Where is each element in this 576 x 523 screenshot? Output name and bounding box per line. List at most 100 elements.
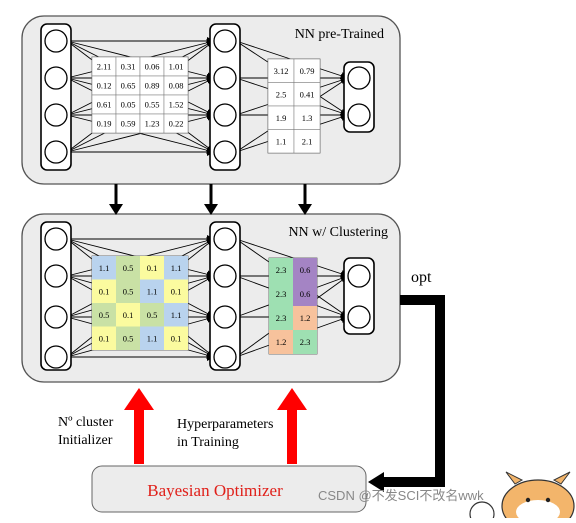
pretrained-hidden-node [213,29,237,53]
clustered-w1-cell-bg [140,326,164,350]
clustered-w1-cell-value: 1.1 [147,286,158,296]
pretrained-w1-cell-value: 2.11 [97,62,112,72]
pretrained-w1-cell-value: 0.89 [145,81,160,91]
clustered-w2-cell-bg [293,330,317,354]
clustered-w2-cell-value: 0.6 [300,265,311,275]
clustered-w1-cell-bg [164,256,188,280]
pretrained-w1-cell-value: 0.59 [121,119,136,129]
clustered-w1-cell-bg [164,326,188,350]
clustered-w1-cell-bg [92,279,116,303]
clustered-w1-cell-value: 0.1 [147,263,158,273]
pretrained-input-node [44,140,68,164]
clustered-w1-cell-bg [140,303,164,327]
clustered-w2-cell-value: 2.3 [276,265,287,275]
pretrained-title: NN pre-Trained [295,27,384,42]
clustered-w2-cell-value: 2.3 [300,337,311,347]
pretrained-w1-cell-value: 0.19 [97,119,112,129]
clustered-w1-cell-value: 1.1 [171,263,182,273]
clustered-input-node [44,345,68,369]
pretrained-w2-cell-value: 0.79 [300,66,315,76]
transfer-arrows [109,184,312,215]
clustered-w2-cell-bg [293,282,317,306]
pretrained-w2-cell-value: 1.9 [276,113,287,123]
clustered-w1-cell-bg [116,303,140,327]
clustered-output-node [347,264,371,288]
clustered-w1-cell-bg [140,279,164,303]
hyperparams-label-1: Hyperparameters [177,417,273,432]
clustered-w1-cell-bg [116,326,140,350]
pretrained-w1-cell-value: 0.05 [121,100,136,110]
pretrained-w1-cell-value: 0.06 [145,62,160,72]
bayesian-optimizer-label: Bayesian Optimizer [147,481,283,500]
pretrained-w1-cell-value: 1.52 [169,100,184,110]
cluster-init-label-1: Nº cluster [58,415,114,430]
pretrained-w1-cell-bg [163,113,189,134]
clustered-w2-cell-bg [293,258,317,282]
pretrained-w2-cell-value: 1.3 [302,113,313,123]
clustered-w1-cell-value: 0.1 [99,333,110,343]
network-layers [40,23,375,371]
clustered-w1-cell-bg [164,303,188,327]
pretrained-input-layer-box [40,23,72,171]
clustered-w2-cell-value: 2.3 [276,313,287,323]
clustered-w1-cell-value: 0.1 [123,310,134,320]
clustered-w2-cell-value: 2.3 [276,289,287,299]
pretrained-w2-cell-value: 2.5 [276,89,287,99]
clustered-w1-cell-value: 0.1 [171,286,182,296]
clustered-hidden-node [213,227,237,251]
mascot-icon [469,471,575,523]
clustered-w1-cell-value: 0.5 [123,263,134,273]
pretrained-w1-cell-value: 0.65 [121,81,136,91]
clustered-w1-cell-bg [164,279,188,303]
clustered-w1-cell-value: 0.5 [123,286,134,296]
pretrained-input-node [44,66,68,90]
pretrained-w1-cell-value: 0.55 [145,100,160,110]
connection-edge [235,238,349,278]
pretrained-hidden-node [213,103,237,127]
pretrained-w1-cell-value: 0.08 [169,81,184,91]
clustered-input-node [44,227,68,251]
clustered-w1-cell-value: 1.1 [99,263,110,273]
pretrained-w2-cell-value: 1.1 [276,136,287,146]
opt-label: opt [411,269,432,286]
pretrained-hidden-layer-box [209,23,241,171]
clustered-w1-cell-value: 0.5 [147,310,158,320]
cluster-init-label-2: Initializer [58,433,113,448]
clustered-w1-cell-value: 0.5 [99,310,110,320]
clustered-w1-cell-bg [92,326,116,350]
clustered-w1-cell-value: 0.5 [123,333,134,343]
clustered-hidden-layer-box [209,221,241,371]
bayesian-optimizer-box [91,465,367,513]
clustered-w2-cell-bg [269,282,293,306]
clustered-w2-cell-bg [269,330,293,354]
opt-feedback-arrow [368,295,445,492]
pretrained-w1-cell-value: 1.01 [169,62,184,72]
clustered-w1-cell-bg [116,279,140,303]
clustered-hidden-node [213,345,237,369]
clustered-w1-cell-bg [140,256,164,280]
clustered-input-node [44,264,68,288]
clustered-w1-cell-value: 0.1 [171,333,182,343]
clustered-w2-cell-bg [269,306,293,330]
red-arrows [124,388,307,464]
clustered-w1-cell-bg [92,256,116,280]
clustered-w2-cell-bg [293,306,317,330]
clustered-input-layer-box [40,221,72,371]
pretrained-w2-cell-value: 0.41 [300,89,315,99]
clustered-w1-cell-bg [116,256,140,280]
pretrained-input-node [44,103,68,127]
clustered-w1-cell-value: 0.1 [99,286,110,296]
pretrained-w1-cell-value: 0.12 [97,81,112,91]
pretrained-output-node [347,66,371,90]
pretrained-w1-cell-value: 0.61 [97,100,112,110]
clustered-w2-cell-bg [269,258,293,282]
clustered-input-node [44,305,68,329]
watermark: CSDN @不发SCI不改名wwk [318,488,484,503]
clustering-title: NN w/ Clustering [288,225,388,240]
clustered-hidden-node [213,305,237,329]
clustered-w2-cell-value: 0.6 [300,289,311,299]
pretrained-output-node [347,103,371,127]
pretrained-w1-cell-value: 0.22 [169,119,184,129]
